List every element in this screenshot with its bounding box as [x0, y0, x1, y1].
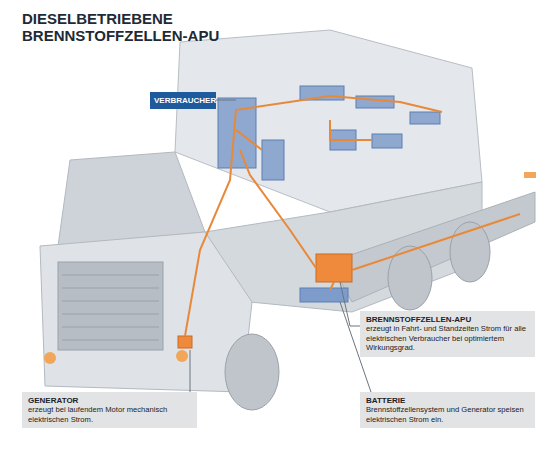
- hood: [40, 232, 252, 392]
- headlight: [44, 352, 56, 364]
- sleeper-cab: [175, 30, 482, 212]
- consumer-device: [262, 140, 284, 180]
- headlight: [176, 350, 188, 362]
- power-wire: [185, 96, 442, 336]
- callout-box: BRENNSTOFFZELLEN-APUerzeugt in Fahrt- un…: [360, 311, 535, 357]
- callout-heading: BRENNSTOFFZELLEN-APU: [366, 315, 529, 324]
- consumer-device: [410, 112, 440, 124]
- tail-light: [524, 172, 536, 178]
- callout-box: BATTERIEBrennstoffzellensystem und Gener…: [360, 392, 535, 428]
- leader-line: [190, 350, 191, 395]
- diagram-title: DIESELBETRIEBENE BRENNSTOFFZELLEN-APU: [22, 10, 237, 44]
- fuel-cell-apu: [316, 254, 352, 282]
- battery-pack: [300, 288, 348, 302]
- chassis: [330, 192, 535, 302]
- power-wire: [330, 214, 520, 290]
- consumer-device: [372, 134, 402, 148]
- callout-box: GENERATORerzeugt bei laufendem Motor mec…: [22, 392, 197, 428]
- callout-text: erzeugt bei laufendem Motor mechanisch e…: [28, 405, 191, 424]
- callout-heading: BATTERIE: [366, 396, 529, 405]
- grille: [58, 262, 163, 350]
- leader-line: [216, 100, 236, 101]
- leader-line: [340, 282, 360, 326]
- power-wire: [236, 120, 372, 150]
- grille-bars: [62, 275, 159, 340]
- consumer-tag: VERBRAUCHER: [150, 92, 216, 109]
- power-wire: [240, 150, 316, 268]
- front-wheel: [225, 334, 279, 410]
- generator: [178, 336, 192, 348]
- windshield: [58, 152, 205, 246]
- callout-text: Brennstoffzellensystem und Generator spe…: [366, 405, 529, 424]
- callout-text: erzeugt in Fahrt- und Standzeiten Strom …: [366, 324, 529, 352]
- callout-heading: GENERATOR: [28, 396, 191, 405]
- callout-heading: VERBRAUCHER: [154, 93, 212, 108]
